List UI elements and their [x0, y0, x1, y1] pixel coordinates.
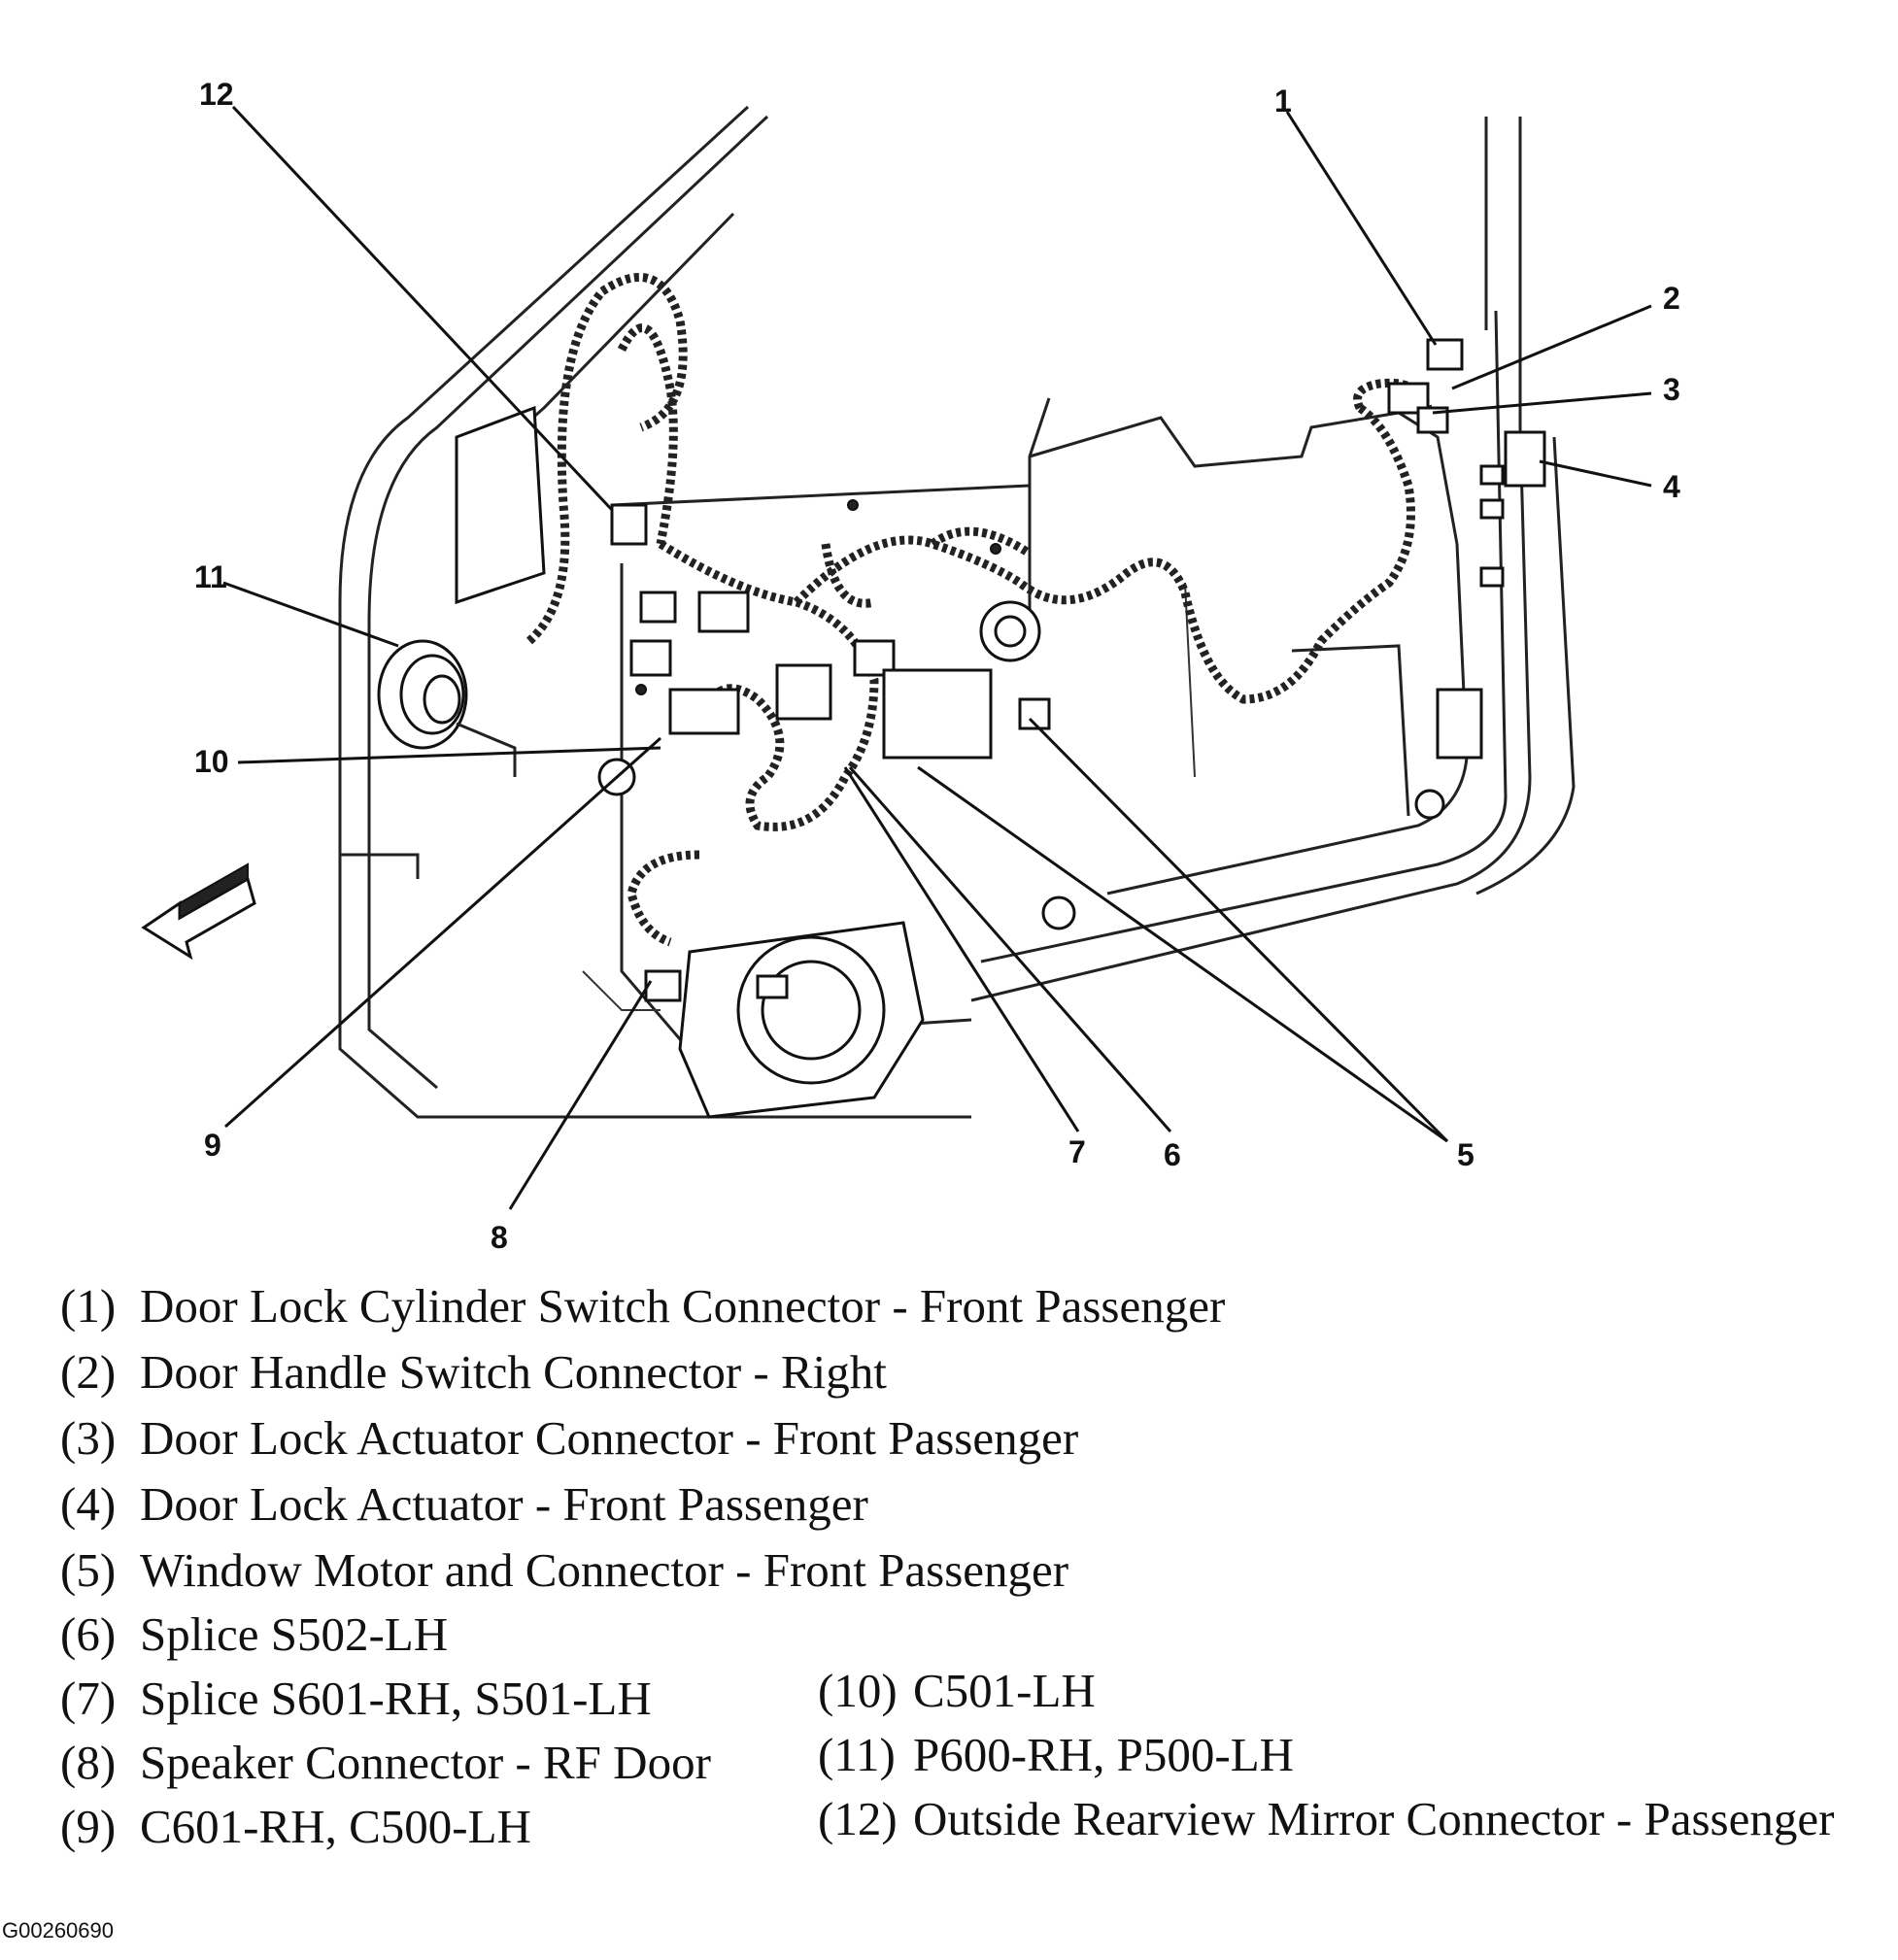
- connectors: [610, 338, 1546, 1002]
- mirror-module: [455, 405, 546, 605]
- legend-item-1: (1)Door Lock Cylinder Switch Connector -…: [60, 1279, 1226, 1333]
- legend: (1)Door Lock Cylinder Switch Connector -…: [0, 1263, 1898, 1960]
- callout-4: 4: [1663, 469, 1680, 504]
- legend-item-4: (4)Door Lock Actuator - Front Passenger: [60, 1477, 868, 1531]
- door-frame: [338, 105, 1576, 1119]
- leader-11: [222, 581, 399, 648]
- leader-1: [1285, 111, 1438, 346]
- callout-7: 7: [1068, 1134, 1086, 1169]
- callout-5: 5: [1457, 1137, 1474, 1172]
- legend-item-11: (11)P600-RH, P500-LH: [818, 1728, 1295, 1781]
- callout-6: 6: [1164, 1137, 1181, 1172]
- leader-5a: [1028, 717, 1449, 1143]
- speaker: [678, 921, 925, 1119]
- leader-10: [237, 746, 661, 764]
- legend-item-7: (7)Splice S601-RH, S501-LH: [60, 1672, 652, 1725]
- leader-lines: [222, 105, 1652, 1210]
- door-illustration: 1 2 3 4 5 6 7 8 9 10 11 12: [141, 77, 1680, 1255]
- legend-item-8: (8)Speaker Connector - RF Door: [60, 1736, 711, 1789]
- leader-8: [508, 980, 653, 1210]
- callout-12: 12: [199, 77, 234, 112]
- leader-9: [224, 736, 661, 1129]
- callout-numbers: 1 2 3 4 5 6 7 8 9 10 11 12: [194, 77, 1680, 1255]
- forward-direction-arrow: [141, 862, 256, 961]
- legend-item-6: (6)Splice S502-LH: [60, 1607, 449, 1661]
- callout-10: 10: [194, 744, 229, 779]
- legend-item-3: (3)Door Lock Actuator Connector - Front …: [60, 1411, 1079, 1465]
- leader-12: [231, 105, 614, 512]
- callout-1: 1: [1274, 84, 1292, 118]
- callout-11: 11: [194, 559, 227, 594]
- leader-7: [843, 766, 1080, 1132]
- leader-4: [1539, 459, 1652, 488]
- legend-item-5: (5)Window Motor and Connector - Front Pa…: [60, 1543, 1069, 1597]
- door-wiring-diagram: 1 2 3 4 5 6 7 8 9 10 11 12: [141, 77, 1680, 1255]
- callout-9: 9: [204, 1128, 221, 1163]
- leader-2: [1451, 304, 1652, 390]
- callout-3: 3: [1663, 372, 1680, 407]
- leader-5b: [917, 765, 1448, 1143]
- legend-item-2: (2)Door Handle Switch Connector - Right: [60, 1345, 887, 1399]
- figure-id: G00260690: [2, 1918, 114, 1943]
- legend-item-12: (12)Outside Rearview Mirror Connector - …: [818, 1792, 1835, 1845]
- callout-8: 8: [491, 1220, 508, 1255]
- wiring-harness: [525, 273, 1433, 947]
- callout-2: 2: [1663, 281, 1680, 316]
- legend-item-9: (9)C601-RH, C500-LH: [60, 1800, 531, 1853]
- legend-item-10: (10)C501-LH: [818, 1664, 1096, 1717]
- grommet-connector: [377, 639, 517, 777]
- leader-3: [1432, 391, 1652, 415]
- leader-6: [848, 766, 1172, 1132]
